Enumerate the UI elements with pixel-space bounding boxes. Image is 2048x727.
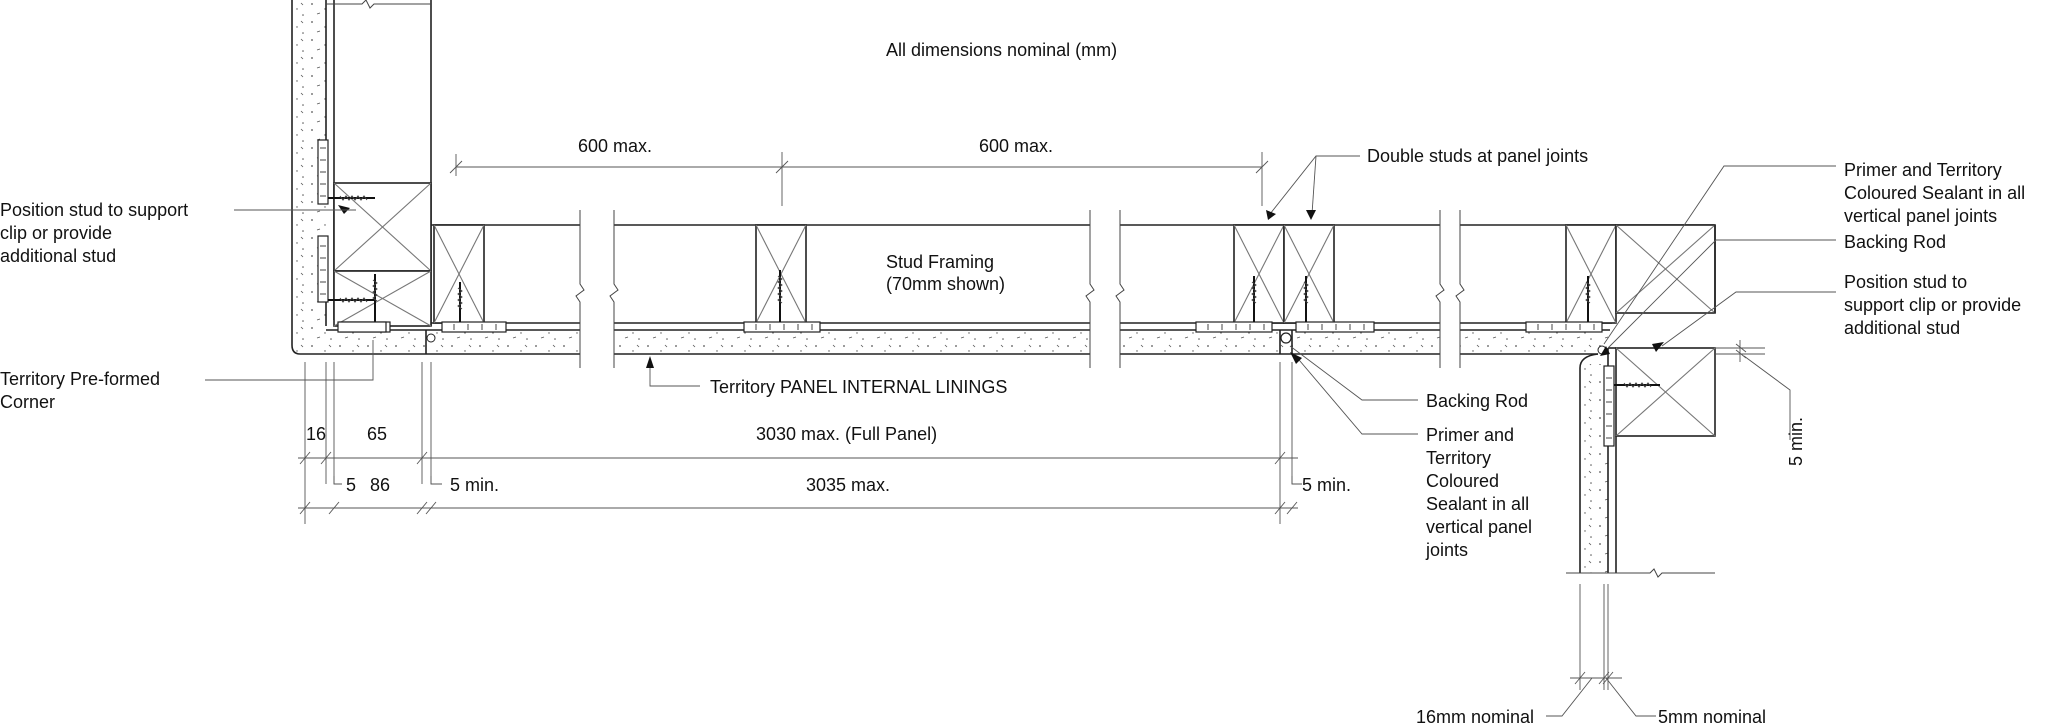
backing-rod-lower-label: Backing Rod	[1426, 391, 1528, 411]
sealant-upper-label: Primer and Territory Coloured Sealant in…	[1844, 160, 2030, 226]
sealant-lower-line-4: Sealant in all	[1426, 494, 1529, 514]
dimension-5: 5	[346, 475, 356, 495]
dimension-86: 86	[370, 475, 390, 495]
dimension-16: 16	[306, 424, 326, 444]
sealant-upper-line-3: vertical panel joints	[1844, 206, 1997, 226]
sealant-upper-line-1: Primer and Territory	[1844, 160, 2002, 180]
dimension-5-min-vertical: 5 min.	[1786, 417, 1806, 466]
dimension-600-right: 600 max.	[979, 136, 1053, 156]
left-corner-wall	[291, 0, 432, 354]
backing-rod-upper-label: Backing Rod	[1844, 232, 1946, 252]
full-panel-dimension: 3030 max. (Full Panel)	[756, 424, 937, 444]
nominal-16mm-label: 16mm nominal	[1416, 707, 1534, 727]
stud-framing-label: Stud Framing	[886, 252, 994, 272]
dimension-3035: 3035 max.	[806, 475, 890, 495]
dimension-65: 65	[367, 424, 387, 444]
nominal-note: All dimensions nominal (mm)	[886, 40, 1117, 60]
preformed-corner-line-1: Territory Pre-formed	[0, 369, 160, 389]
sealant-lower-line-1: Primer and	[1426, 425, 1514, 445]
horizontal-wall	[291, 210, 1715, 368]
position-stud-left-line-3: additional stud	[0, 246, 116, 266]
dimension-600-left: 600 max.	[578, 136, 652, 156]
position-stud-right-label: Position stud to support clip or provide…	[1844, 272, 2026, 338]
sealant-upper-line-2: Coloured Sealant in all	[1844, 183, 2025, 203]
double-studs-label: Double studs at panel joints	[1367, 146, 1588, 166]
sealant-lower-line-6: joints	[1425, 540, 1468, 560]
right-corner-wall	[1566, 224, 1716, 578]
sealant-lower-line-2: Territory	[1426, 448, 1491, 468]
position-stud-left-line-2: clip or provide	[0, 223, 112, 243]
stud-framing-size-label: (70mm shown)	[886, 274, 1005, 294]
sealant-lower-line-5: vertical panel	[1426, 517, 1532, 537]
position-stud-left-label: Position stud to support clip or provide…	[0, 200, 193, 266]
panel-linings-label: Territory PANEL INTERNAL LININGS	[710, 377, 1007, 397]
position-stud-left-line-1: Position stud to support	[0, 200, 188, 220]
dimension-5-min-right: 5 min.	[1302, 475, 1351, 495]
preformed-corner-line-2: Corner	[0, 392, 55, 412]
position-stud-right-line-1: Position stud to	[1844, 272, 1967, 292]
nominal-5mm-label: 5mm nominal	[1658, 707, 1766, 727]
dimension-lines	[298, 152, 1791, 717]
sealant-lower-label: Primer and Territory Coloured Sealant in…	[1425, 425, 1537, 560]
position-stud-right-line-2: support clip or provide	[1844, 295, 2021, 315]
preformed-corner-label: Territory Pre-formed Corner	[0, 369, 165, 412]
position-stud-right-line-3: additional stud	[1844, 318, 1960, 338]
leader-lines	[205, 155, 1836, 435]
sealant-lower-line-3: Coloured	[1426, 471, 1499, 491]
dimension-5-min-left: 5 min.	[450, 475, 499, 495]
